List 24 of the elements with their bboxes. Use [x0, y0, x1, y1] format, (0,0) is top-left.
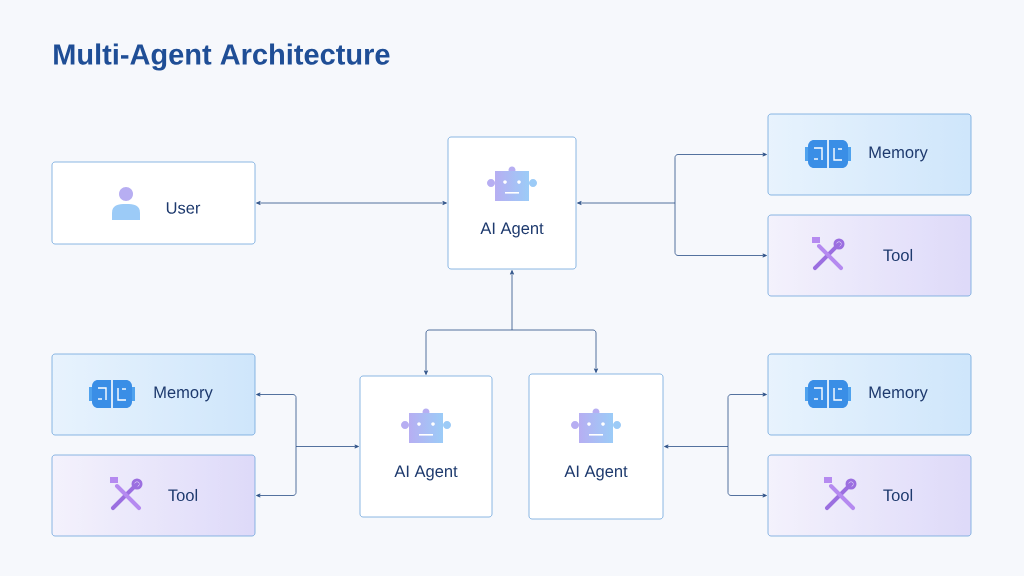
- connector: [256, 446, 297, 498]
- agent-box: AI Agent: [447, 136, 577, 270]
- connector: [424, 329, 513, 375]
- connector: [727, 446, 767, 498]
- memory-box: Memory: [767, 353, 972, 436]
- agent-box: AI Agent: [359, 375, 493, 518]
- connector: [674, 152, 767, 204]
- connector: [256, 392, 297, 447]
- connector-trunk: [577, 201, 676, 205]
- agent-box: AI Agent: [528, 373, 664, 520]
- title: Multi-Agent Architecture: [54, 43, 390, 71]
- tool-box: Tool: [767, 454, 972, 537]
- user-box: User: [51, 161, 256, 245]
- connector: [727, 392, 767, 447]
- connector-trunk: [510, 270, 514, 331]
- memory-box: Memory: [767, 113, 972, 196]
- connector-trunk: [664, 444, 729, 449]
- connector: [674, 202, 767, 258]
- connector-trunk: [295, 444, 359, 449]
- tool-box: Tool: [767, 214, 972, 297]
- memory-box: Memory: [51, 353, 256, 436]
- connector: [511, 329, 598, 373]
- connector: [256, 201, 447, 205]
- tool-box: Tool: [51, 454, 256, 537]
